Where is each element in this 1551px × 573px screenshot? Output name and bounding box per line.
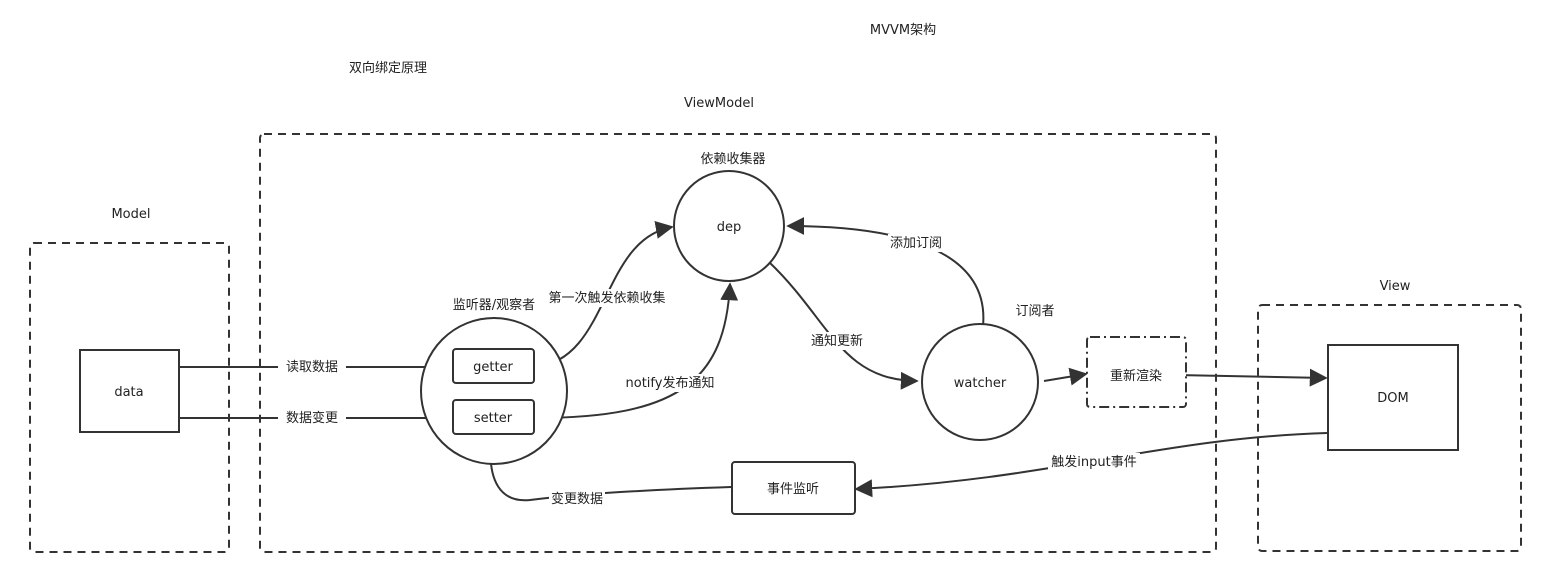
edge-notify-update — [768, 261, 919, 390]
node-dom-label: DOM — [1377, 391, 1408, 406]
dep-caption: 依赖收集器 — [700, 151, 765, 167]
label-change-data: 变更数据 — [551, 491, 603, 507]
edge-watcher-rerender — [1043, 367, 1088, 386]
node-getter-label: getter — [473, 360, 513, 375]
watcher-caption: 订阅者 — [1015, 304, 1054, 319]
node-getter — [452, 348, 535, 384]
edge-add-subscription — [786, 217, 985, 327]
label-add-subscription: 添加订阅 — [890, 236, 942, 251]
label-notify: notify发布通知 — [626, 375, 715, 391]
diagram-title: MVVM架构 — [870, 23, 936, 38]
edge-change-data — [480, 441, 732, 502]
label-notify-update: 通知更新 — [811, 333, 863, 349]
viewmodel-label: ViewModel — [684, 96, 754, 111]
edge-rerender-dom — [1175, 368, 1328, 387]
observer-caption: 监听器/观察者 — [453, 298, 535, 313]
label-first-trigger: 第一次触发依赖收集 — [548, 290, 665, 306]
node-dom — [1327, 344, 1459, 451]
node-dep — [673, 170, 785, 282]
label-read-data: 读取数据 — [286, 360, 338, 375]
label-data-change: 数据变更 — [286, 410, 338, 426]
node-dep-label: dep — [717, 220, 742, 235]
node-event-listener-label: 事件监听 — [767, 482, 819, 497]
diagram-subtitle: 双向绑定原理 — [349, 60, 427, 76]
view-label: View — [1380, 279, 1411, 294]
node-observer — [420, 317, 568, 465]
view-group — [1257, 304, 1522, 552]
node-rerender-label: 重新渲染 — [1110, 368, 1162, 384]
node-rerender — [1086, 336, 1187, 408]
node-setter — [452, 399, 535, 435]
node-data-label: data — [114, 385, 143, 400]
model-label: Model — [111, 207, 150, 222]
node-setter-label: setter — [474, 411, 513, 426]
label-trigger-input: 触发input事件 — [1051, 454, 1136, 470]
node-data — [79, 349, 180, 433]
node-watcher-label: watcher — [954, 376, 1007, 391]
node-event-listener — [731, 461, 856, 515]
node-watcher — [921, 323, 1039, 441]
